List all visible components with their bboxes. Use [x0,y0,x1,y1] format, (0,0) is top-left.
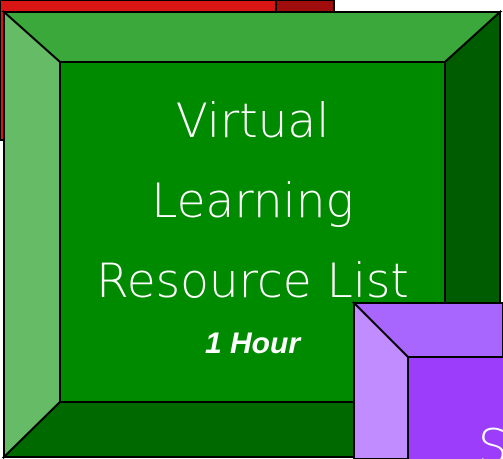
tile-title-line-3: Resource List [96,254,409,309]
tile-title-line-2: Learning [151,174,354,229]
green-tile-content: Virtual Learning Resource List 1 Hour [60,62,445,402]
purple-tile-face [407,356,503,459]
purple-tile-title: S [478,420,503,459]
tile-title-line-1: Virtual [175,94,330,149]
purple-tile-bevel-left [353,300,409,459]
tile-duration: 1 Hour [204,327,300,360]
tile-title: Virtual Learning Resource List [96,82,409,322]
